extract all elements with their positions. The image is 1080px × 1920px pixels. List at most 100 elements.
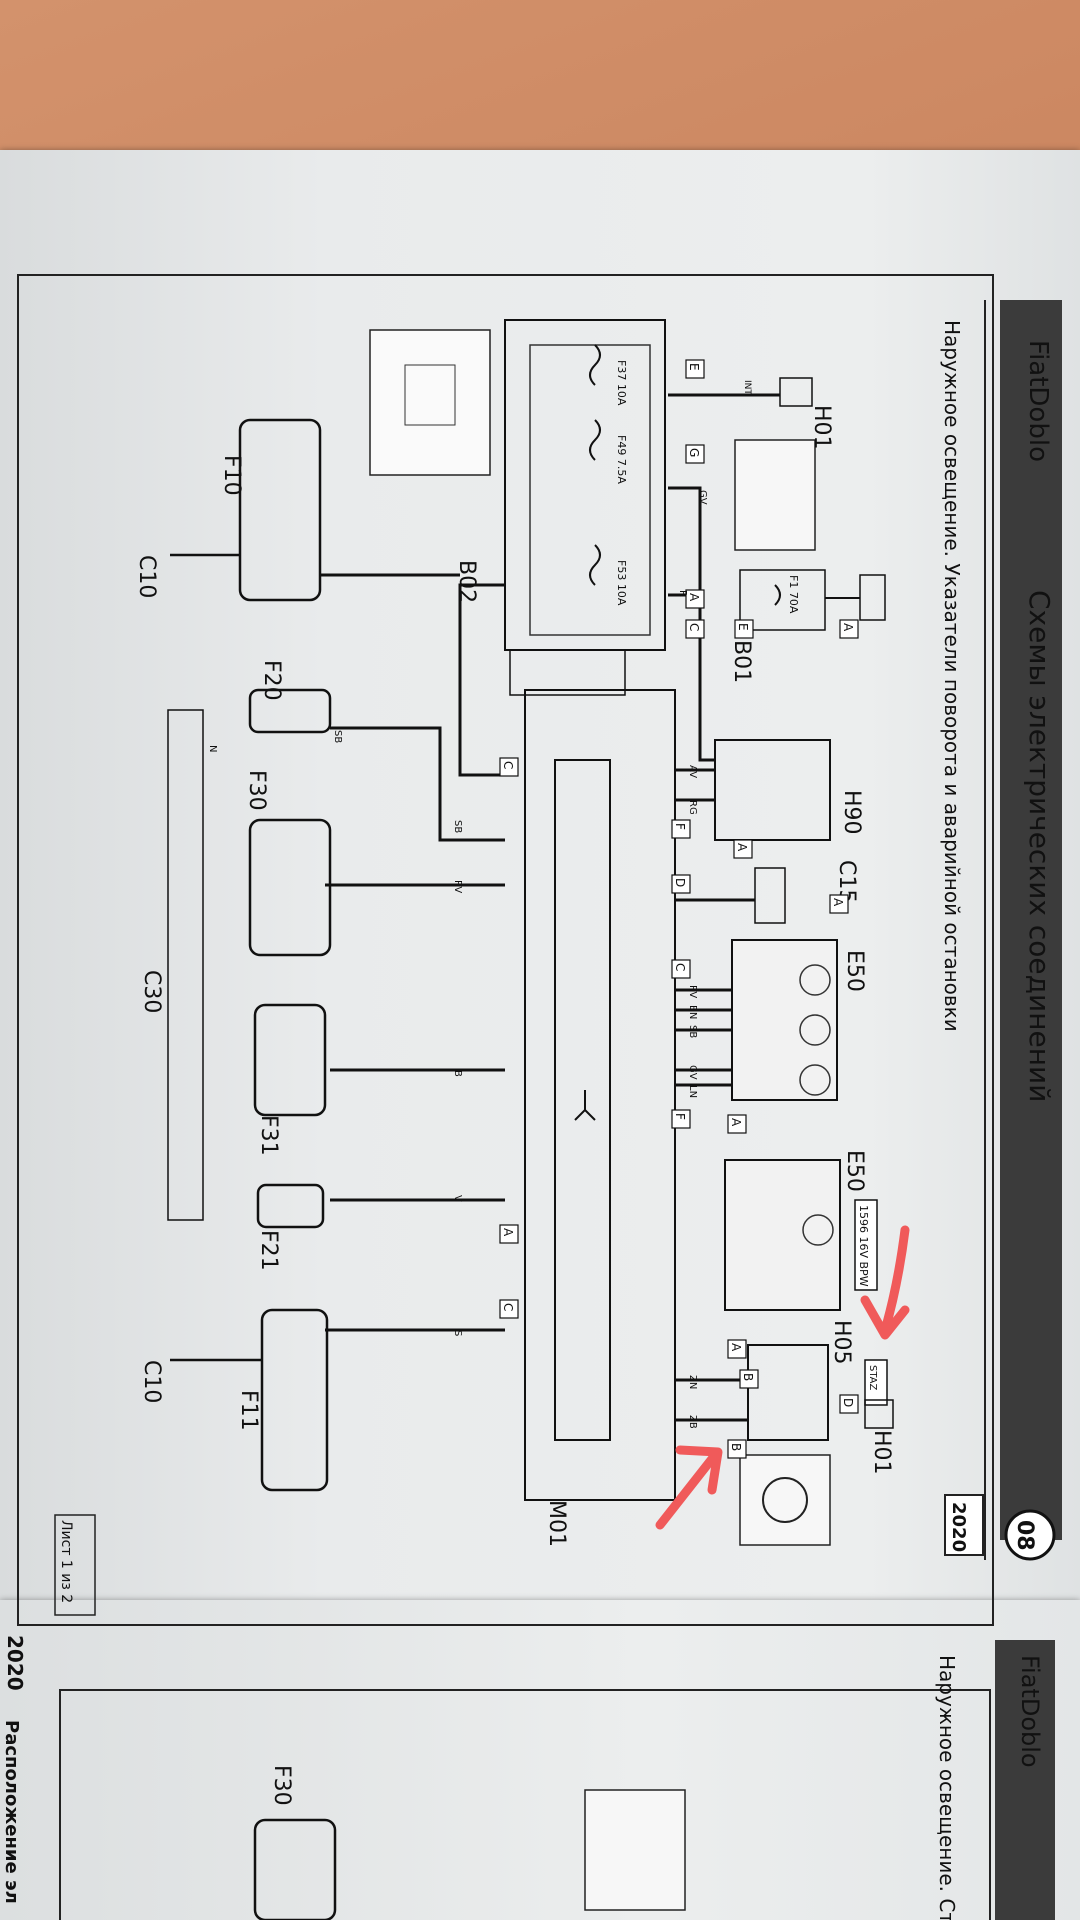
fusebox-b02-inner: [529, 344, 651, 636]
connector-letter-box: C: [671, 959, 691, 979]
component-f20: F20: [259, 660, 284, 701]
h05-inset-switch: [762, 1477, 808, 1523]
component-c30: C30: [139, 970, 164, 1013]
red-arrow-upper: [880, 1225, 910, 1335]
red-arrow-lower-head: [675, 1445, 723, 1495]
connector-letter: C: [687, 623, 701, 631]
wire-code-label: GV: [687, 1065, 698, 1080]
wire-code-label: R: [677, 590, 688, 597]
c15-connector: [754, 867, 786, 924]
connector-letter: A: [729, 1118, 743, 1127]
variant-label: 1596 16V BPW: [857, 1205, 870, 1287]
wire-code-label: SB: [452, 820, 463, 833]
component-c10-bottom: C10: [139, 1360, 164, 1403]
connector-letter: C: [673, 963, 687, 971]
wire-code-label: RG: [687, 800, 698, 815]
connector-letter: D: [841, 1398, 855, 1407]
manual-page-lower: [0, 1600, 1080, 1920]
component-h05: H05: [829, 1320, 854, 1365]
lower-lamp-f30: [253, 1818, 337, 1920]
component-h01-bottom: H01: [869, 1430, 894, 1475]
header-band: [1000, 300, 1062, 1540]
connector-letter: C: [501, 1303, 515, 1311]
lower-header-band: [995, 1640, 1055, 1920]
lower-title: Наружное освещение. Сто: [935, 1655, 959, 1920]
connector-letter: B: [741, 1373, 755, 1381]
footer-code: 2020: [3, 1635, 27, 1691]
wire-code-label: ZN: [687, 1375, 698, 1389]
b02-connector-strip: [509, 649, 626, 696]
component-f21: F21: [256, 1230, 281, 1271]
manual-page-main: [0, 150, 1080, 1650]
fuse-f1-box: [739, 569, 826, 631]
wire-sb-f20: [330, 726, 505, 842]
int-label: INT: [742, 380, 752, 395]
connector-letter: C: [501, 761, 515, 769]
connector-letter-box: E: [734, 619, 754, 639]
component-h90: H90: [839, 790, 864, 835]
connector-letter: A: [729, 1343, 743, 1352]
connector-letter: G: [687, 448, 701, 457]
fuse-f53-symbol: [589, 544, 601, 586]
lamp-f20: [248, 688, 332, 734]
m01-ground-symbol: [574, 1090, 596, 1121]
diagram-frame: [17, 274, 994, 1626]
lamp-f31: [253, 1003, 327, 1117]
e50-b-lamp: [802, 1214, 834, 1246]
lower-inset: [584, 1789, 686, 1911]
connector-letter: A: [501, 1228, 515, 1237]
connector-letter: F: [673, 823, 687, 830]
diagram-title: Наружное освещение. Указатели поворота и…: [940, 320, 964, 1032]
fusebox-b02: [504, 319, 666, 651]
e50-a-lamp-2: [799, 1014, 831, 1046]
connector-letter: A: [735, 843, 749, 852]
lamp-f30: [248, 818, 332, 957]
component-f10: F10: [219, 455, 244, 496]
component-f30: F30: [244, 770, 269, 811]
connector-letter-box: A: [733, 839, 753, 859]
variant-badge: [854, 1199, 878, 1291]
b01-location-inset: [734, 439, 816, 551]
stz-badge: [864, 1359, 888, 1406]
wire-code-label: BN: [687, 1005, 698, 1019]
lamp-f10: [238, 418, 322, 602]
h01-top-symbol: [779, 377, 813, 407]
connector-letter-box: D: [671, 874, 691, 894]
diagram-code: 2020: [948, 1502, 969, 1552]
diagram-code-box: [944, 1494, 984, 1556]
component-b02: B02: [454, 560, 479, 603]
stz-label: STAZ: [867, 1365, 878, 1391]
connector-letter-box: A: [499, 1224, 519, 1244]
fuse-f37-symbol: [589, 344, 601, 386]
battery-symbol: [859, 574, 886, 621]
wire-code-label: B: [452, 1070, 463, 1077]
lamp-f11: [260, 1308, 329, 1492]
connector-letter: F: [673, 1113, 687, 1120]
connector-letter-box: A: [839, 619, 859, 639]
red-arrow-lower: [655, 1450, 720, 1530]
lower-diagram-frame: [59, 1689, 991, 1920]
fuse-f1-symbol: [774, 584, 781, 606]
page-number-circle: [1004, 1509, 1056, 1561]
connector-letter-box: A: [727, 1114, 747, 1134]
connector-letter-box: A: [685, 589, 705, 609]
component-m01: M01: [544, 1500, 569, 1547]
connector-letter-box: B: [739, 1369, 759, 1389]
wire-code-label: RV: [452, 880, 463, 893]
connector-letter-box: C: [685, 619, 705, 639]
wire-code-label: S: [452, 1330, 463, 1336]
switch-h05: [747, 1344, 829, 1441]
fuse-f1-label: F1 70A: [787, 575, 800, 614]
connector-letter: D: [673, 878, 687, 887]
lower-component-f30: F30: [269, 1765, 294, 1806]
lamp-f21: [256, 1183, 325, 1229]
b02-inset-fuses: [404, 364, 456, 426]
page-number: 08: [1012, 1520, 1037, 1551]
red-arrow-upper-head: [860, 1295, 910, 1340]
wire-code-label: LN: [687, 1085, 698, 1098]
connector-letter-box: B: [727, 1439, 747, 1459]
e50-a-lamp-3: [799, 1064, 831, 1096]
wire-code-label: GV: [697, 490, 708, 505]
connector-letter-box: A: [727, 1339, 747, 1359]
